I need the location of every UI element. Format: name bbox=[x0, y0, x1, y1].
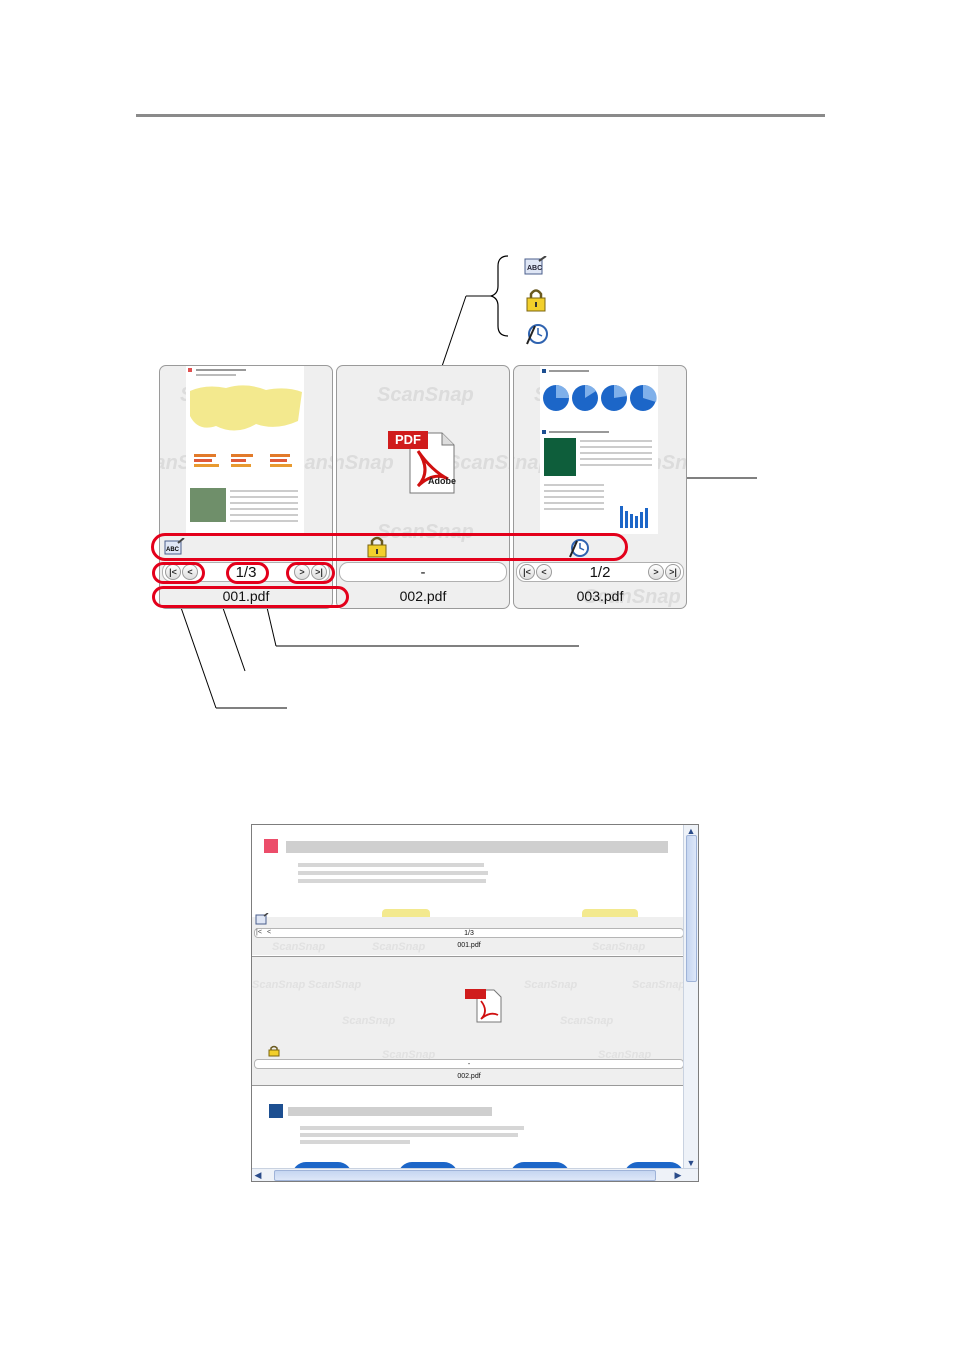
horizontal-scrollbar[interactable]: ◀ ▶ bbox=[252, 1168, 698, 1181]
lock-icon bbox=[367, 536, 387, 558]
page-navigation-bar: - bbox=[254, 1059, 684, 1069]
watermark-text: ScanSnap bbox=[308, 979, 362, 991]
page-indicator: 1/2 bbox=[589, 564, 611, 581]
watermark-text: ScanSnap bbox=[337, 452, 394, 474]
thumbnail-003[interactable]: ScanSnap ScanSnap ScanSnap ScanSnap |< <… bbox=[513, 365, 687, 609]
page-navigation-bar: |< < 1/3 bbox=[254, 928, 684, 938]
next-last-buttons-highlight bbox=[286, 562, 335, 584]
pdf-file-icon bbox=[465, 989, 502, 1023]
signature-clock-icon bbox=[569, 539, 589, 558]
lock-icon bbox=[526, 289, 546, 312]
file-name: 002.pdf bbox=[457, 1073, 481, 1080]
list-item-002[interactable]: ScanSnap ScanSnap ScanSnap ScanSnap Scan… bbox=[252, 956, 686, 1086]
first-page-button[interactable]: |< bbox=[256, 929, 262, 936]
file-name: 002.pdf bbox=[399, 588, 447, 604]
page-preview bbox=[186, 366, 304, 534]
scroll-down-button[interactable]: ▼ bbox=[686, 1158, 696, 1168]
watermark-text: ScanSnap bbox=[377, 384, 474, 406]
watermark-text: ScanSnap bbox=[632, 979, 686, 991]
file-name: 001.pdf bbox=[457, 942, 481, 949]
first-prev-buttons-highlight bbox=[152, 562, 205, 584]
page-preview bbox=[540, 366, 658, 534]
page-indicator-highlight bbox=[226, 562, 269, 584]
lock-icon bbox=[268, 1045, 280, 1057]
vertical-scroll-thumb[interactable] bbox=[686, 835, 697, 982]
previous-page-button[interactable]: < bbox=[536, 564, 552, 580]
watermark-text: ScanSnap bbox=[584, 586, 681, 608]
signature-clock-icon bbox=[526, 324, 548, 345]
heading-marker bbox=[269, 1104, 283, 1118]
ocr-text-icon: ABC bbox=[524, 256, 547, 275]
watermark-text: ScanSnap bbox=[524, 979, 578, 991]
scroll-right-button[interactable]: ▶ bbox=[674, 1170, 682, 1180]
page-navigation-bar: |< < 1/2 > >| bbox=[516, 562, 684, 582]
first-page-button[interactable]: |< bbox=[519, 564, 535, 580]
scroll-left-button[interactable]: ◀ bbox=[254, 1170, 262, 1180]
watermark-text: ScanSnap bbox=[447, 452, 509, 474]
filename-highlight bbox=[152, 586, 349, 608]
pdf-badge: PDF bbox=[395, 432, 421, 447]
ocr-text-icon bbox=[255, 913, 269, 925]
page-indicator: - bbox=[467, 1061, 471, 1068]
file-name: 001.pdf bbox=[222, 588, 270, 604]
watermark-text: ScanSnap bbox=[560, 1015, 614, 1027]
last-page-button[interactable]: >| bbox=[665, 564, 681, 580]
previous-page-button[interactable]: < bbox=[267, 929, 272, 936]
adobe-label: Adobe bbox=[428, 476, 456, 486]
file-name: 003.pdf bbox=[576, 588, 624, 604]
page-navigation-bar: - bbox=[339, 562, 507, 582]
thumbnail-002[interactable]: ScanSnap ScanSnap ScanSnap ScanSnap PDF … bbox=[336, 365, 510, 609]
next-page-button[interactable]: > bbox=[648, 564, 664, 580]
watermark-text: ScanSnap bbox=[377, 521, 474, 543]
ocr-text-icon: ABC bbox=[164, 538, 185, 555]
horizontal-scroll-thumb[interactable] bbox=[274, 1170, 656, 1181]
thumbnail-list-window[interactable]: |< < 1/3 001.pdf ScanSnap ScanSnap ScanS… bbox=[251, 824, 699, 1182]
thumbnail-001[interactable]: ScanSnap ScanSnap ScanSnap ABC |< < 1/3 … bbox=[159, 365, 333, 609]
top-rule bbox=[136, 114, 825, 117]
watermark-text: ScanSnap bbox=[598, 1049, 652, 1061]
scroll-up-button[interactable]: ▲ bbox=[686, 826, 696, 836]
watermark-text: ScanSnap bbox=[252, 979, 306, 991]
heading-marker bbox=[264, 839, 278, 853]
watermark-text: ScanSnap bbox=[342, 1015, 396, 1027]
watermark-text: ScanSnap bbox=[372, 941, 426, 953]
svg-text:ABC: ABC bbox=[166, 547, 180, 553]
status-icon-row-highlight bbox=[151, 533, 628, 561]
page-indicator: - bbox=[420, 564, 426, 581]
list-item-003[interactable] bbox=[252, 1086, 686, 1176]
vertical-scrollbar[interactable]: ▲ ▼ bbox=[683, 825, 698, 1169]
list-item-001[interactable]: |< < 1/3 001.pdf ScanSnap ScanSnap ScanS… bbox=[252, 825, 686, 955]
watermark-text: ScanSnap bbox=[272, 941, 326, 953]
watermark-text: ScanSnap bbox=[592, 941, 646, 953]
page-indicator: 1/3 bbox=[235, 564, 257, 581]
watermark-text: ScanSnap bbox=[382, 1049, 436, 1061]
svg-text:ABC: ABC bbox=[527, 265, 542, 272]
pdf-file-icon: PDF Adobe bbox=[388, 431, 458, 495]
page-indicator: 1/3 bbox=[464, 930, 474, 937]
